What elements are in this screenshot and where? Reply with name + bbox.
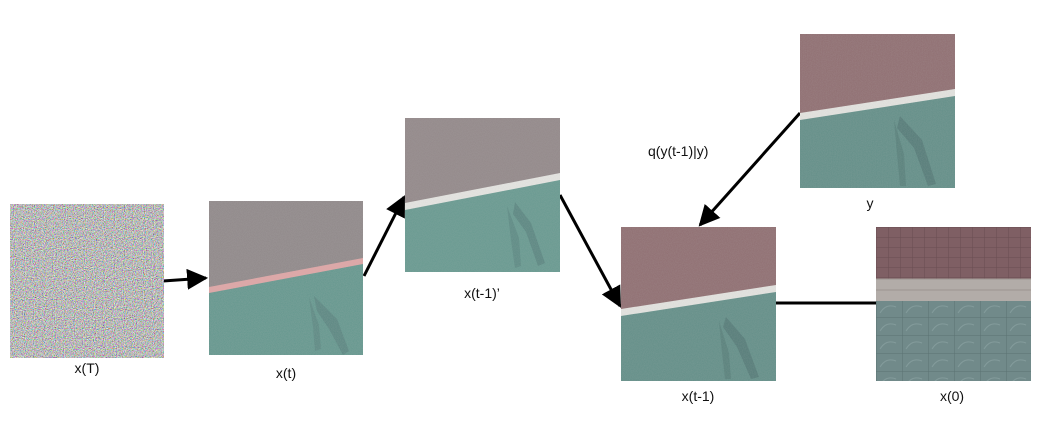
node-image-xt1	[621, 227, 776, 381]
node-image-y	[800, 34, 955, 188]
edge-label-q: q(y(t-1)|y)	[648, 143, 709, 159]
node-label-xt: x(t)	[275, 365, 297, 381]
arrow-xT-to-xt	[162, 268, 209, 290]
node-label-x0: x(0)	[939, 388, 965, 404]
node-label-y: y	[866, 195, 874, 211]
node-label-xT: x(T)	[74, 360, 100, 376]
node-label-xt1: x(t-1)	[681, 388, 715, 404]
node-image-x0	[876, 227, 1031, 381]
node-image-xt	[209, 201, 363, 355]
arrow-y-to-xt1	[698, 112, 802, 227]
node-label-xt1prime: x(t-1)’	[464, 285, 500, 301]
node-image-xT	[10, 204, 164, 358]
node-image-xt1prime	[405, 118, 560, 272]
arrow-xt1prime-to-xt1	[558, 194, 622, 308]
arrow-xt-to-xt1prime	[362, 195, 406, 277]
